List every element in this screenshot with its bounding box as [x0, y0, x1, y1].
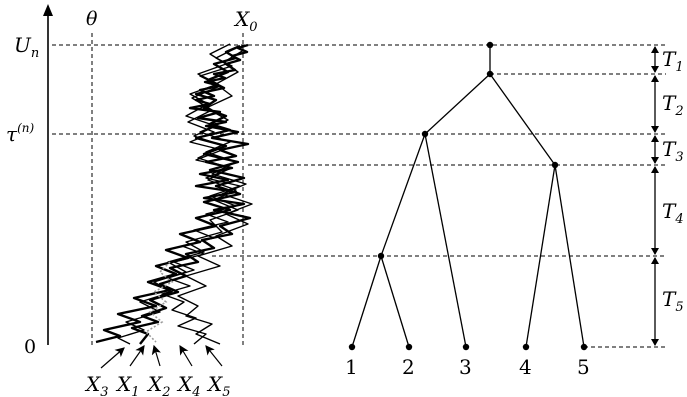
tau-label: τ(n) [6, 121, 34, 146]
tree-leaf-1-dot [348, 343, 356, 351]
particle-label-x4: X4 [176, 344, 201, 397]
tree-leaf-5-dot [580, 343, 588, 351]
tree-leaf-4: 4 [519, 355, 532, 379]
tree-node-t1 [486, 70, 494, 78]
tree-leaf-2: 2 [402, 355, 415, 379]
interval-t5: T5 [651, 257, 684, 346]
svg-text:X1: X1 [115, 372, 140, 397]
particle-label-x2: X2 [146, 344, 171, 397]
random-walk-panel: Un τ(n) 0 θ X0 X3 [6, 4, 258, 397]
svg-text:T3: T3 [662, 137, 684, 165]
particle-label-x1: X1 [115, 345, 145, 397]
tree-node-t4 [377, 252, 385, 260]
svg-text:T5: T5 [662, 287, 684, 315]
svg-text:X5: X5 [206, 372, 231, 397]
tree-leaf-2-dot [405, 343, 413, 351]
coalescent-tree: 1 2 3 4 5 [345, 41, 590, 379]
tree-leaf-1: 1 [345, 355, 358, 379]
theta-label: θ [86, 8, 98, 30]
interval-t4: T4 [651, 166, 684, 255]
tree-leaf-3-dot [462, 343, 470, 351]
svg-text:X2: X2 [146, 372, 171, 397]
random-walk-traces [95, 43, 253, 345]
interval-brackets: T1 T2 T3 T4 [651, 46, 684, 346]
interval-t3: T3 [651, 135, 684, 165]
svg-text:T1: T1 [662, 47, 684, 75]
interval-t2: T2 [651, 75, 684, 133]
svg-text:T4: T4 [662, 199, 684, 227]
tree-leaf-4-dot [522, 343, 530, 351]
tree-leaf-3: 3 [459, 355, 472, 379]
svg-text:X4: X4 [176, 372, 201, 397]
tree-node-root [486, 41, 494, 49]
particle-label-x5: X5 [205, 345, 231, 397]
svg-text:T2: T2 [662, 91, 684, 119]
zero-label: 0 [24, 336, 36, 358]
tree-leaf-5: 5 [577, 355, 590, 379]
un-label: Un [14, 33, 39, 61]
particle-labels: X3 X1 X2 X4 [84, 344, 231, 397]
x0-label: X0 [233, 7, 258, 35]
time-axis-arrow-icon [43, 4, 53, 16]
interval-t1: T1 [651, 46, 684, 75]
tree-node-t3 [551, 161, 559, 169]
tree-node-t2 [421, 130, 429, 138]
particle-label-x3: X3 [84, 347, 125, 397]
svg-text:X3: X3 [84, 372, 109, 397]
level-lines [52, 44, 666, 348]
